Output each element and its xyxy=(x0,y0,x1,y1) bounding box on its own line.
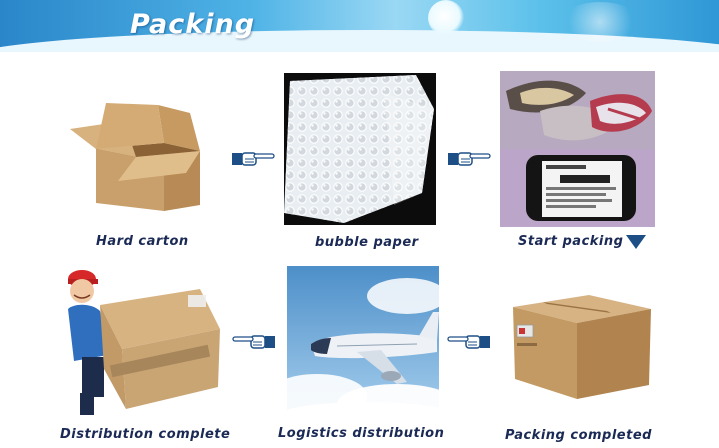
triangle-down-icon xyxy=(626,235,646,249)
distribution-complete-image xyxy=(60,265,222,423)
bubble-paper-image xyxy=(284,73,436,225)
caption-packing-completed: Packing completed xyxy=(505,428,652,443)
banner-wave xyxy=(0,30,719,52)
caption-hard-carton: Hard carton xyxy=(96,234,189,249)
pointing-hand-icon xyxy=(232,335,275,349)
pointing-hand-icon xyxy=(232,152,275,166)
banner-light-orb xyxy=(428,0,464,36)
caption-start-packing: Start packing xyxy=(518,234,624,249)
header-banner xyxy=(0,0,719,52)
caption-logistics-distribution: Logistics distribution xyxy=(278,426,445,441)
caption-bubble-paper: bubble paper xyxy=(315,235,419,250)
page-title: Packing xyxy=(130,9,256,40)
banner-glow xyxy=(560,2,640,42)
pointing-hand-icon xyxy=(447,335,490,349)
start-packing-image-bottom xyxy=(500,149,655,227)
hard-carton-image xyxy=(66,73,218,225)
pointing-hand-icon xyxy=(448,152,491,166)
caption-distribution-complete: Distribution complete xyxy=(60,427,231,442)
logistics-distribution-image xyxy=(287,266,439,420)
start-packing-image-top xyxy=(500,71,655,149)
packing-completed-image xyxy=(503,267,658,417)
